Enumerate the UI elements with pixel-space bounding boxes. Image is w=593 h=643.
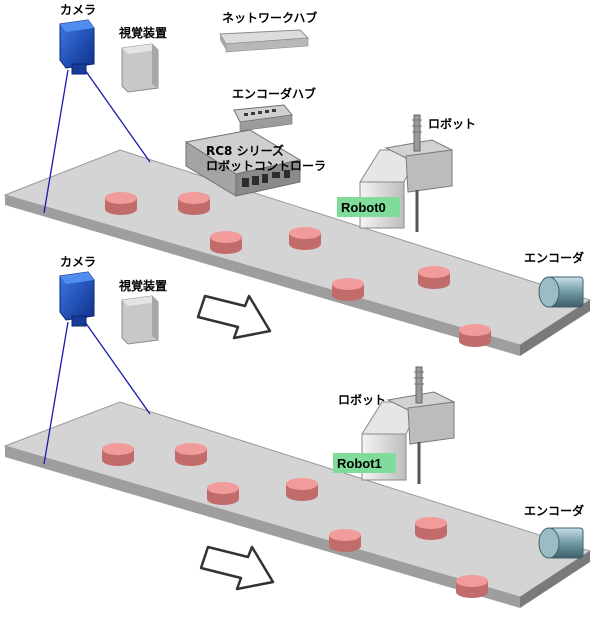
workpiece — [175, 443, 207, 466]
workpiece — [105, 192, 137, 215]
robot1-tag: Robot1 — [333, 453, 396, 473]
camera-label: カメラ — [60, 255, 96, 269]
workpiece — [289, 227, 321, 250]
vision-device-label: 視覚装置 — [118, 278, 167, 293]
controller-label-line1: RC8 シリーズ — [206, 143, 284, 158]
camera-icon — [59, 19, 95, 75]
workpiece — [329, 529, 361, 552]
workpieces-top — [105, 192, 491, 347]
network-hub-icon — [219, 29, 310, 53]
vision-device-icon — [121, 43, 159, 93]
workpiece — [102, 443, 134, 466]
workpiece — [210, 231, 242, 254]
vision-device-icon — [121, 295, 159, 345]
camera-label: カメラ — [60, 3, 96, 17]
encoder-label: エンコーダ — [524, 503, 584, 518]
conveyor-bottom — [3, 401, 592, 608]
workpiece — [178, 192, 210, 215]
workpiece — [418, 266, 450, 289]
encoder-hub-icon — [233, 104, 293, 132]
workpiece — [332, 278, 364, 301]
workpiece — [415, 517, 447, 540]
vision-device-label: 視覚装置 — [118, 25, 167, 40]
robot0-tag: Robot0 — [337, 197, 400, 217]
workpiece — [207, 482, 239, 505]
encoder-label: エンコーダ — [524, 250, 584, 265]
camera-view-line — [43, 69, 69, 214]
robot-controller-icon — [184, 129, 302, 197]
camera-view-line — [43, 321, 69, 465]
robot-label: ロボット — [428, 116, 476, 131]
robot-label: ロボット — [338, 392, 386, 407]
network-hub-label: ネットワークハブ — [222, 10, 317, 25]
encoder-icon — [538, 276, 584, 308]
robot0-tag-text: Robot0 — [341, 200, 386, 215]
camera-icon — [59, 271, 95, 327]
encoder-icon — [538, 527, 584, 559]
camera-view-line — [84, 69, 151, 163]
flow-arrow-icon — [196, 294, 272, 340]
encoder-hub-label: エンコーダハブ — [232, 86, 316, 101]
workpieces-bottom — [102, 443, 488, 598]
camera-view-line — [84, 321, 151, 415]
workpiece — [286, 478, 318, 501]
workpiece — [456, 575, 488, 598]
workpiece — [459, 324, 491, 347]
robot1-tag-text: Robot1 — [337, 456, 382, 471]
controller-label-line2: ロボットコントローラ — [206, 158, 326, 173]
flow-arrow-icon — [199, 545, 275, 591]
